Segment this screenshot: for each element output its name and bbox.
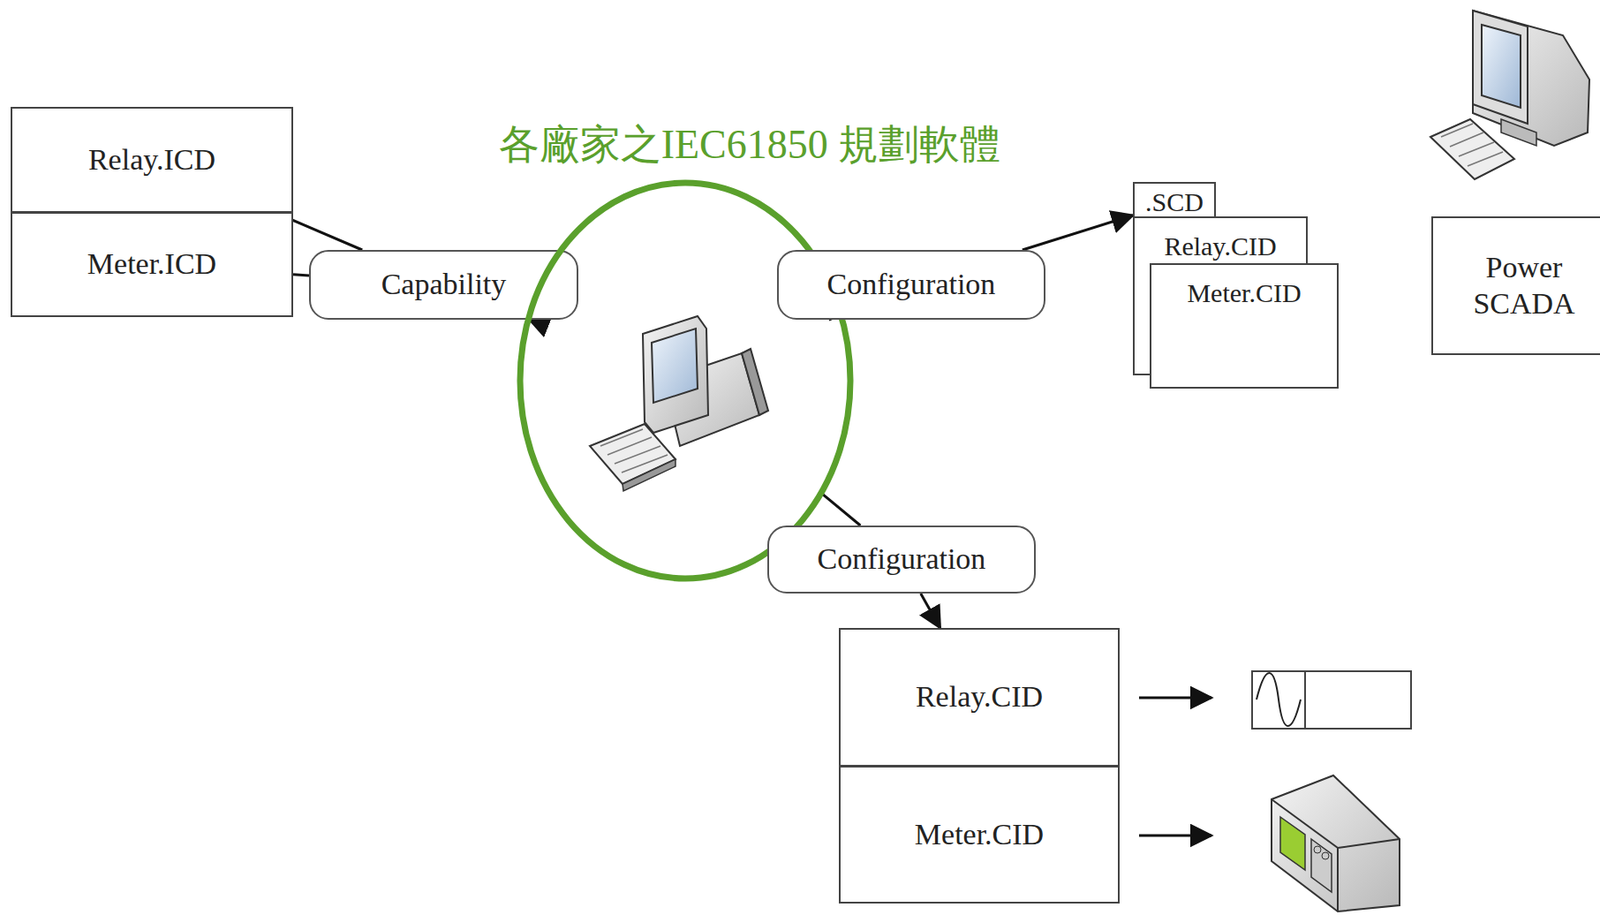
box-text: Relay.CID: [1163, 230, 1276, 263]
file-box: Relay.ICD: [10, 106, 294, 213]
file-box: Relay.CID: [838, 627, 1120, 767]
connector: [920, 593, 941, 628]
box-text: Meter.ICD: [87, 246, 217, 283]
box-text: Capability: [381, 266, 507, 303]
heading-text: 各廠家之IEC61850 規劃軟體: [498, 117, 1002, 173]
box-text: Relay.CID: [915, 679, 1043, 716]
box-text: Power SCADA: [1433, 249, 1600, 323]
device-arrow: [1139, 696, 1212, 700]
monitor-icon: [1430, 10, 1590, 180]
box-text: Configuration: [817, 541, 987, 578]
software-ellipse: 各廠家之IEC61850 規劃軟體: [516, 179, 854, 582]
ellipse-outline: [516, 179, 854, 582]
step-label: Configuration: [767, 525, 1036, 594]
connector: [821, 492, 861, 526]
device-arrow: [1139, 834, 1212, 838]
meter-device-icon: [1271, 775, 1400, 912]
computer-icon: [589, 316, 769, 491]
file-box: Meter.ICD: [10, 211, 294, 317]
box-text: Meter.CID: [914, 816, 1044, 853]
box-text: .SCD: [1145, 186, 1204, 219]
connector: [1022, 215, 1133, 250]
box-text: Meter.CID: [1186, 277, 1301, 310]
system-box: Power SCADA: [1431, 216, 1600, 355]
box-text: Configuration: [827, 266, 997, 303]
connector: [293, 274, 310, 276]
file-box: Meter.CID: [838, 765, 1120, 904]
box-text: Relay.ICD: [88, 142, 216, 179]
doc-page: Meter.CID: [1149, 263, 1339, 389]
step-label: Configuration: [777, 249, 1046, 320]
waveform-box: [1252, 671, 1412, 729]
